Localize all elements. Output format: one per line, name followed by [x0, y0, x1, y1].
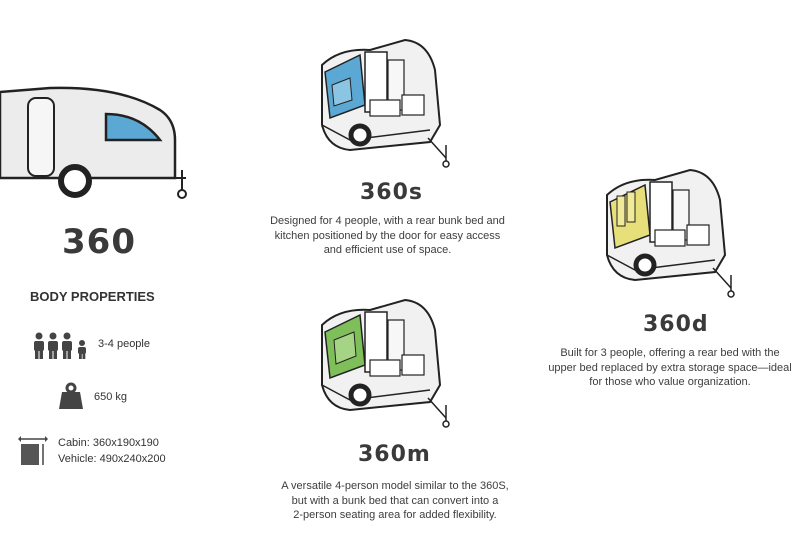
variant-360d-name: 360d — [643, 312, 709, 337]
variant-360m-description: A versatile 4-person model similar to th… — [281, 480, 509, 521]
people-icon — [34, 332, 86, 359]
trailer-360m-illustration — [321, 298, 450, 428]
variant-360m-name: 360m — [358, 442, 431, 467]
capacity-text: 3-4 people — [98, 338, 150, 350]
variant-360s-description: Designed for 4 people, with a rear bunk … — [270, 215, 505, 256]
body-properties-heading: BODY PROPERTIES — [30, 289, 155, 304]
weight-text: 650 kg — [94, 391, 128, 403]
trailer-360d-illustration — [606, 168, 735, 298]
cabin-dimensions: Cabin: 360x190x190 — [58, 437, 159, 449]
variant-360d-description: Built for 3 people, offering a rear bed … — [548, 347, 792, 388]
main-model-name: 360 — [62, 222, 136, 262]
trailer-wheel — [58, 164, 92, 198]
vehicle-dimensions: Vehicle: 490x240x200 — [58, 453, 166, 465]
weight-icon — [59, 382, 83, 409]
dimensions-icon — [18, 436, 48, 465]
variant-360s-name: 360s — [360, 180, 424, 205]
trailer-side-illustration — [0, 86, 187, 199]
trailer-360s-illustration — [321, 38, 450, 168]
trailer-window — [104, 112, 163, 142]
